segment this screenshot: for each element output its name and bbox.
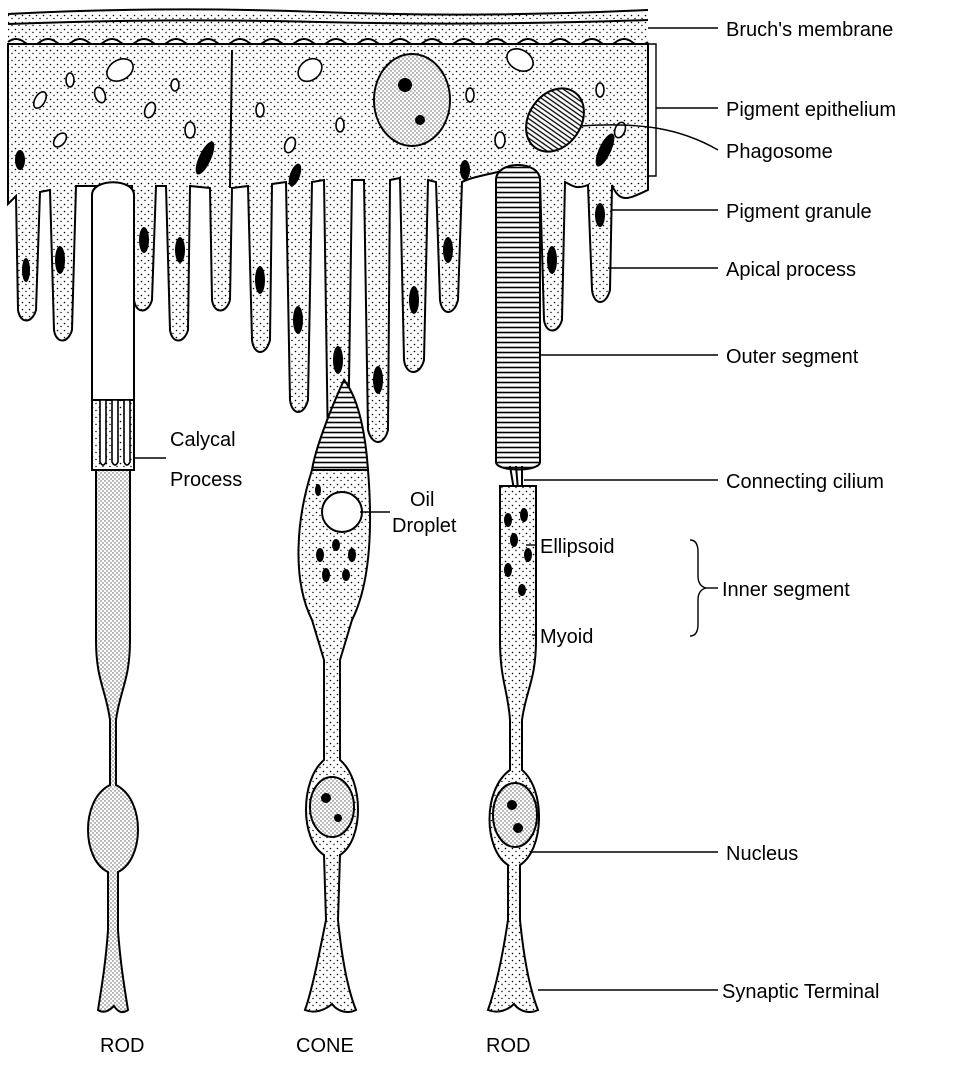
- label-ellipsoid: Ellipsoid: [540, 536, 614, 558]
- label-apical-process: Apical process: [726, 259, 856, 281]
- label-rod-right: ROD: [486, 1035, 530, 1057]
- bruchs-membrane: [8, 9, 648, 45]
- label-nucleus: Nucleus: [726, 843, 798, 865]
- label-phagosome: Phagosome: [726, 141, 833, 163]
- label-myoid: Myoid: [540, 626, 593, 648]
- label-synaptic-terminal: Synaptic Terminal: [722, 981, 879, 1003]
- label-bruchs-membrane: Bruch's membrane: [726, 19, 893, 41]
- label-oil-droplet-line2: Droplet: [392, 515, 457, 537]
- label-calycal-process-line2: Process: [170, 469, 242, 491]
- label-outer-segment: Outer segment: [726, 346, 859, 368]
- label-inner-segment: Inner segment: [722, 579, 850, 601]
- label-oil-droplet-line1: Oil: [410, 489, 434, 511]
- label-pigment-granule: Pigment granule: [726, 201, 872, 223]
- left-rod: [88, 182, 138, 1012]
- label-rod-left: ROD: [100, 1035, 144, 1057]
- cone: [298, 380, 370, 1012]
- label-connecting-cilium: Connecting cilium: [726, 471, 884, 493]
- right-rod: [488, 165, 540, 1012]
- label-pigment-epithelium: Pigment epithelium: [726, 99, 896, 121]
- label-cone: CONE: [296, 1035, 354, 1057]
- label-calycal-process-line1: Calycal: [170, 429, 236, 451]
